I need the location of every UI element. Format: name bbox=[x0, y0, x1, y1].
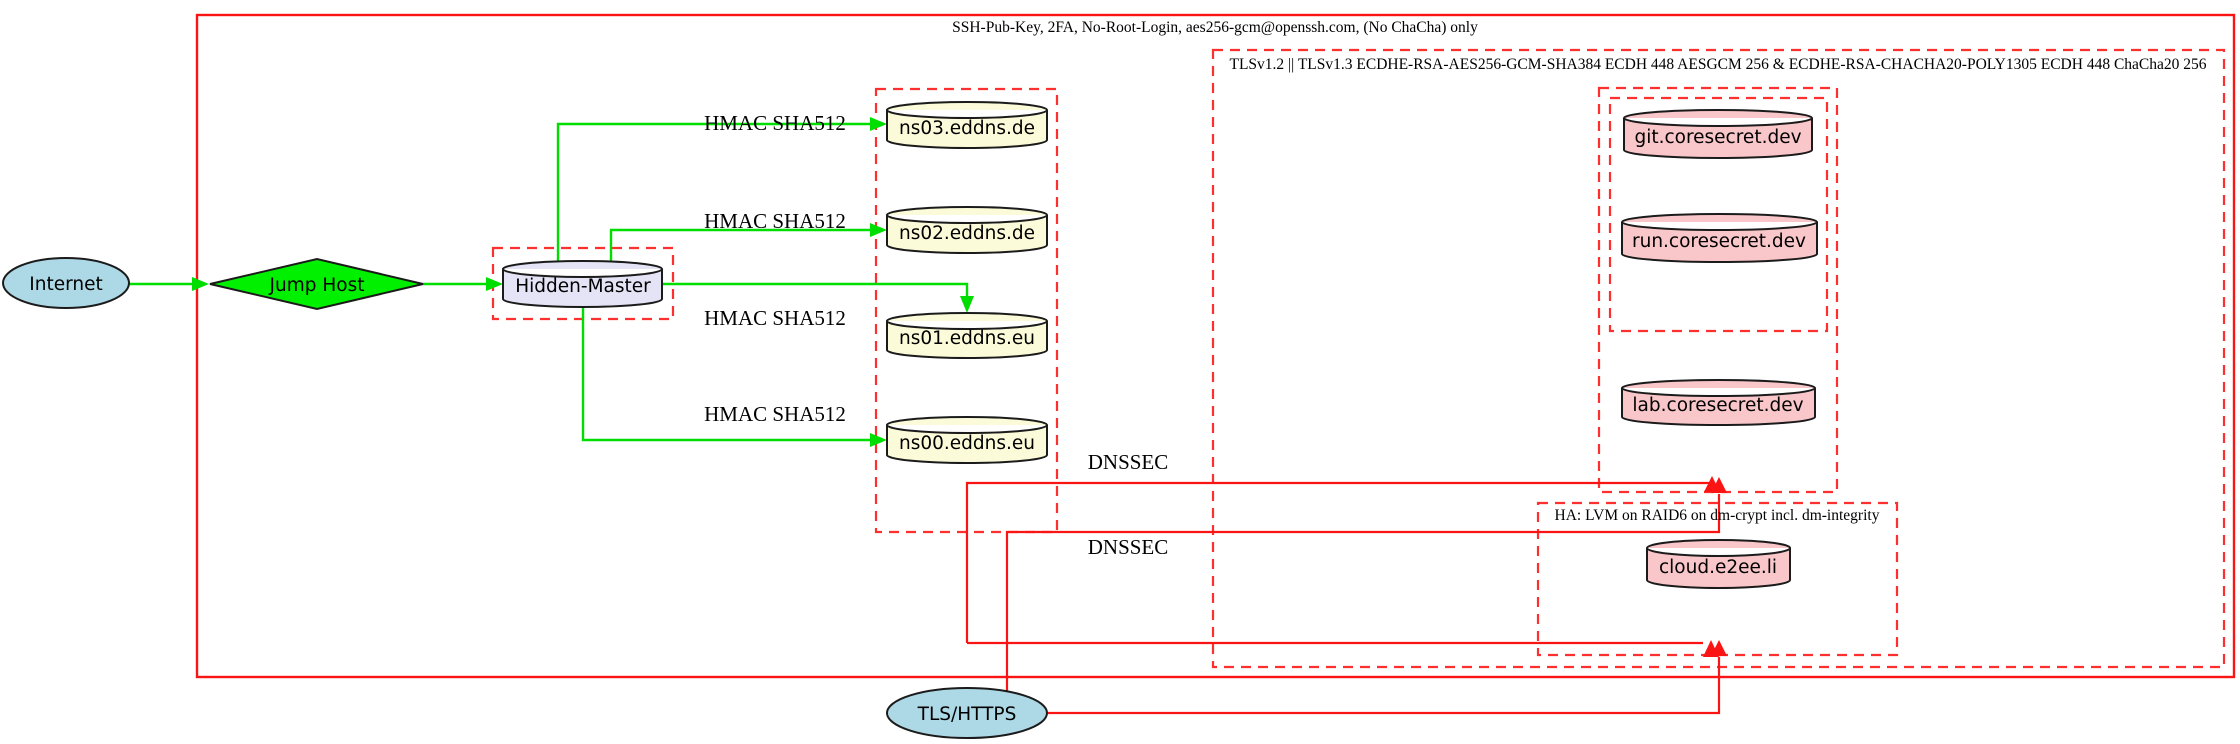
node-jump-host: Jump Host bbox=[209, 257, 424, 311]
edge-label-dnssec-upper: DNSSEC bbox=[1088, 450, 1169, 474]
edge-label-hmac-ns02: HMAC SHA512 bbox=[704, 209, 846, 233]
edge-jumphost-to-hiddenmaster bbox=[423, 277, 503, 291]
node-ns01: ns01.eddns.eu bbox=[886, 312, 1048, 359]
edge-hiddenmaster-to-ns00 bbox=[581, 307, 887, 447]
node-label: run.coresecret.dev bbox=[1632, 231, 1806, 252]
arrowhead-down bbox=[960, 296, 974, 313]
cluster-ssh-box bbox=[195, 13, 2236, 679]
cluster-ha-label: HA: LVM on RAID6 on dm-crypt incl. dm-in… bbox=[1555, 507, 1880, 524]
node-label: ns01.eddns.eu bbox=[899, 328, 1035, 349]
node-run-coresecret: run.coresecret.dev bbox=[1621, 213, 1818, 263]
arrowhead-right bbox=[192, 277, 209, 291]
node-label: ns00.eddns.eu bbox=[899, 433, 1035, 454]
arrowhead-right bbox=[870, 223, 887, 237]
node-label: lab.coresecret.dev bbox=[1632, 395, 1803, 416]
cluster-ha-box bbox=[1536, 501, 1899, 657]
node-git-coresecret: git.coresecret.dev bbox=[1623, 109, 1813, 159]
edge-hiddenmaster-to-ns02 bbox=[609, 223, 887, 263]
node-tls-https: TLS/HTTPS bbox=[886, 687, 1048, 739]
edge-label-hmac-ns00: HMAC SHA512 bbox=[704, 402, 846, 426]
node-ns00: ns00.eddns.eu bbox=[886, 416, 1048, 464]
node-label: ns02.eddns.de bbox=[899, 223, 1035, 244]
node-cloud-e2ee: cloud.e2ee.li bbox=[1646, 539, 1791, 589]
arrowhead-up bbox=[1711, 640, 1727, 656]
node-label: Internet bbox=[29, 274, 102, 295]
edge-label-hmac-ns03: HMAC SHA512 bbox=[704, 111, 846, 135]
edge-label-hmac-ns01: HMAC SHA512 bbox=[704, 306, 846, 330]
node-label: cloud.e2ee.li bbox=[1659, 557, 1777, 578]
node-label: git.coresecret.dev bbox=[1634, 127, 1801, 148]
node-label: Hidden-Master bbox=[515, 276, 651, 297]
node-ns02: ns02.eddns.de bbox=[886, 206, 1048, 254]
edge-hiddenmaster-to-ns03 bbox=[556, 117, 887, 263]
node-lab-coresecret: lab.coresecret.dev bbox=[1621, 379, 1816, 426]
edge-label-dnssec-lower: DNSSEC bbox=[1088, 535, 1169, 559]
arrowhead-right bbox=[870, 117, 887, 131]
edge-dnssec-lower bbox=[1005, 477, 1727, 694]
node-label: TLS/HTTPS bbox=[917, 704, 1017, 725]
edge-dnssec-upper bbox=[965, 476, 1720, 643]
cluster-ssh-label: SSH-Pub-Key, 2FA, No-Root-Login, aes256-… bbox=[952, 19, 1478, 36]
node-label: ns03.eddns.de bbox=[899, 118, 1035, 139]
cluster-tls-label: TLSv1.2 || TLSv1.3 ECDHE-RSA-AES256-GCM-… bbox=[1229, 56, 2206, 73]
arrowhead-right bbox=[486, 277, 503, 291]
edge-hiddenmaster-to-ns01 bbox=[662, 282, 974, 313]
node-ns03: ns03.eddns.de bbox=[886, 101, 1048, 149]
arrowhead-right bbox=[870, 433, 887, 447]
node-hidden-master: Hidden-Master bbox=[502, 260, 663, 308]
edge-internet-to-jumphost bbox=[128, 277, 209, 291]
arrowhead-up bbox=[1711, 477, 1727, 493]
cluster-coresecret-outer-box bbox=[1597, 86, 1839, 494]
cluster-coresecret-inner-box bbox=[1608, 96, 1829, 333]
node-internet: Internet bbox=[2, 257, 130, 309]
edge-tls-to-ha bbox=[1047, 640, 1727, 715]
node-label: Jump Host bbox=[269, 275, 365, 296]
